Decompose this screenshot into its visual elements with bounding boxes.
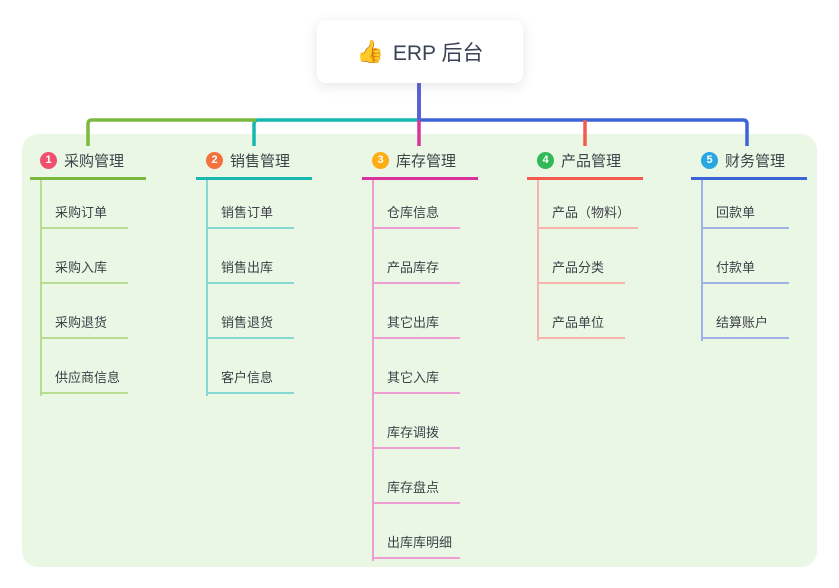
leaf-node[interactable]: 其它入库	[372, 360, 460, 394]
branch-4-label: 产品管理	[561, 152, 622, 170]
leaf-node[interactable]: 其它出库	[372, 305, 460, 339]
branch-5-header[interactable]: 5 财务管理	[691, 143, 807, 180]
leaf-node[interactable]: 库存调拨	[372, 415, 460, 449]
branch-1: 1 采购管理 采购订单 采购入库 采购退货 供应商信息	[30, 143, 146, 396]
leaf-node[interactable]: 产品单位	[537, 305, 625, 339]
leaf-node[interactable]: 销售退货	[206, 305, 294, 339]
mindmap-canvas	[22, 134, 817, 567]
root-node[interactable]: 👍 ERP 后台	[317, 20, 523, 83]
leaf-node[interactable]: 仓库信息	[372, 195, 460, 229]
branch-5-stem	[701, 180, 703, 341]
leaf-node[interactable]: 产品分类	[537, 250, 625, 284]
branch-4-number-badge: 4	[537, 151, 554, 169]
branch-1-number-badge: 1	[40, 151, 57, 169]
leaf-node[interactable]: 产品（物料）	[537, 195, 639, 229]
branch-5: 5 财务管理 回款单 付款单 结算账户	[691, 143, 807, 341]
leaf-node[interactable]: 销售出库	[206, 250, 294, 284]
branch-2-number-badge: 2	[206, 151, 223, 169]
leaf-node[interactable]: 库存盘点	[372, 470, 460, 504]
branch-2-header[interactable]: 2 销售管理	[196, 143, 312, 180]
branch-3-number-badge: 3	[372, 151, 389, 169]
branch-4-stem	[537, 180, 539, 341]
leaf-node[interactable]: 出库库明细	[372, 525, 461, 559]
branch-4-header[interactable]: 4 产品管理	[527, 143, 643, 180]
branch-1-stem	[40, 180, 42, 396]
leaf-node[interactable]: 供应商信息	[40, 360, 129, 394]
leaf-node[interactable]: 客户信息	[206, 360, 294, 394]
leaf-node[interactable]: 结算账户	[701, 305, 789, 339]
branch-4: 4 产品管理 产品（物料） 产品分类 产品单位	[527, 143, 643, 341]
branch-1-label: 采购管理	[64, 152, 125, 170]
branch-3: 3 库存管理 仓库信息 产品库存 其它出库 其它入库 库存调拨 库存盘点 出库库…	[362, 143, 478, 561]
branch-2-label: 销售管理	[230, 152, 291, 170]
leaf-node[interactable]: 付款单	[701, 250, 789, 284]
branch-5-number-badge: 5	[701, 151, 718, 169]
branch-3-stem	[372, 180, 374, 561]
branch-2-stem	[206, 180, 208, 396]
branch-3-header[interactable]: 3 库存管理	[362, 143, 478, 180]
leaf-node[interactable]: 回款单	[701, 195, 789, 229]
leaf-node[interactable]: 采购入库	[40, 250, 128, 284]
branch-3-label: 库存管理	[396, 152, 457, 170]
branch-2: 2 销售管理 销售订单 销售出库 销售退货 客户信息	[196, 143, 312, 396]
leaf-node[interactable]: 采购订单	[40, 195, 128, 229]
root-node-label: ERP 后台	[392, 41, 484, 65]
branch-5-label: 财务管理	[725, 152, 786, 170]
leaf-node[interactable]: 产品库存	[372, 250, 460, 284]
leaf-node[interactable]: 销售订单	[206, 195, 294, 229]
branch-1-header[interactable]: 1 采购管理	[30, 143, 146, 180]
leaf-node[interactable]: 采购退货	[40, 305, 128, 339]
thumbs-up-icon: 👍	[356, 38, 384, 64]
